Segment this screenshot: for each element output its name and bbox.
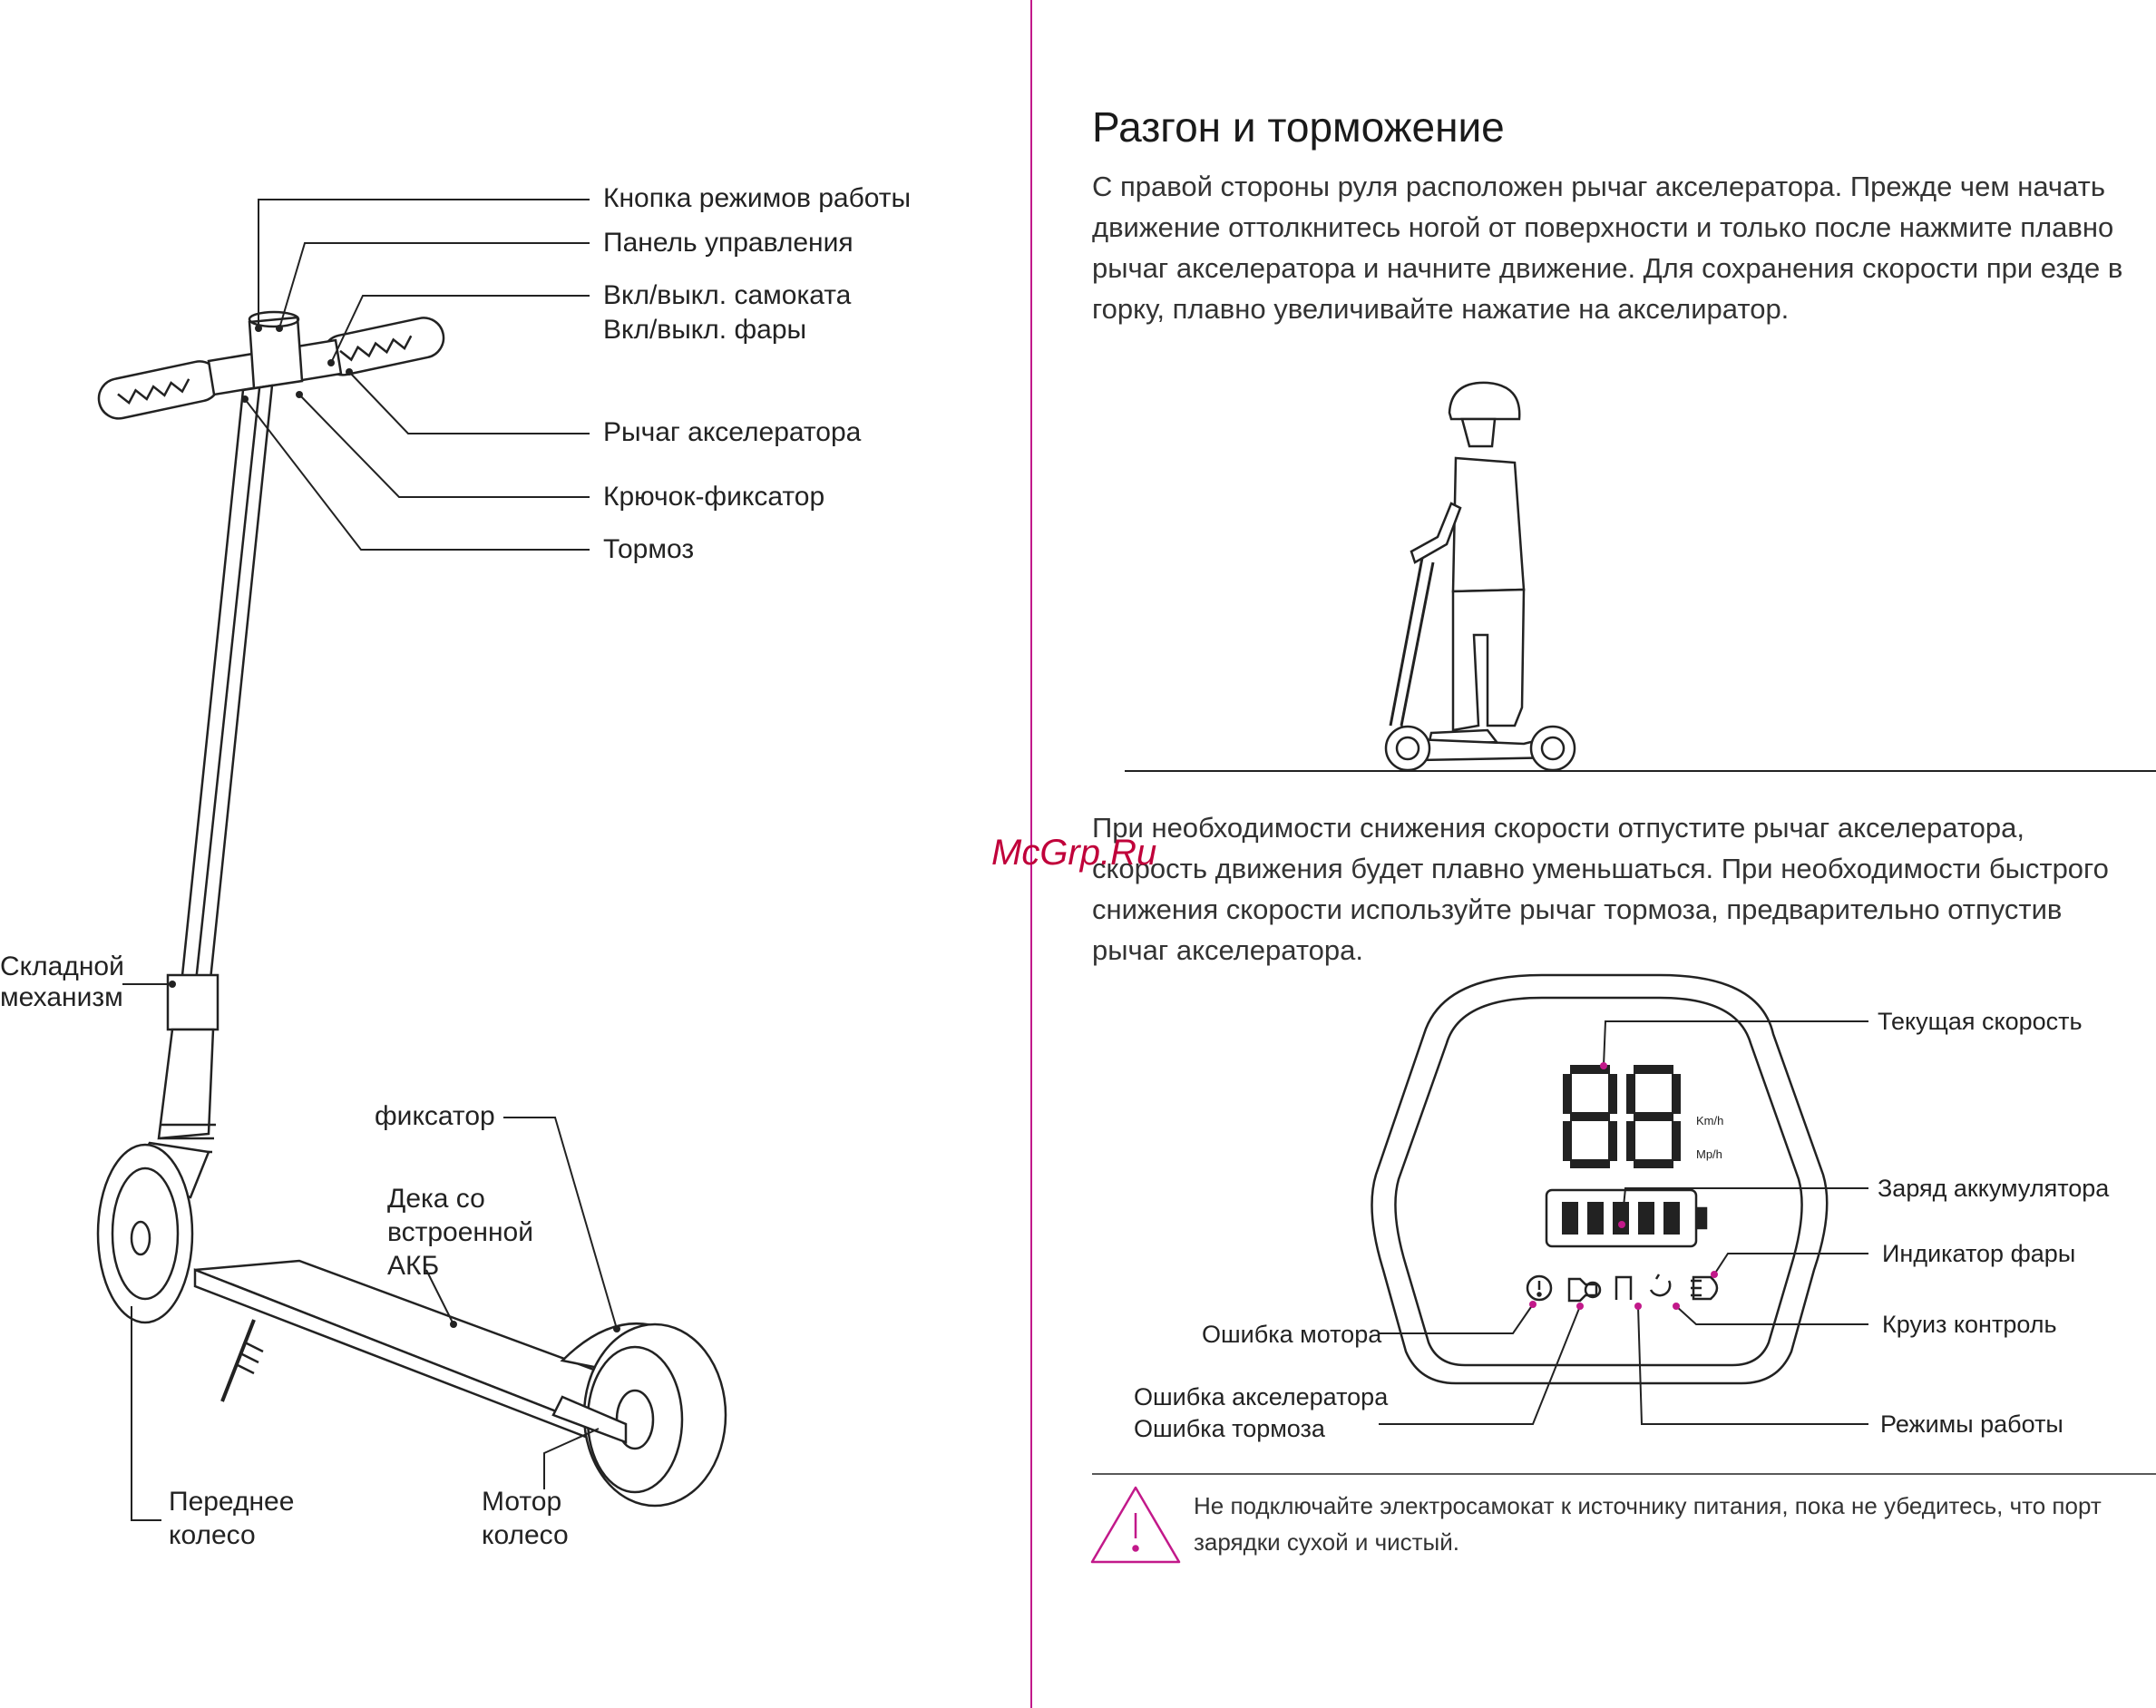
label-deck-2: встроенной	[387, 1217, 533, 1247]
label-power-onoff: Вкл/выкл. самоката	[603, 280, 852, 310]
label-throttle: Рычаг акселератора	[603, 417, 862, 447]
label-latch-hook: Крючок-фиксатор	[603, 482, 825, 512]
scooter-leader-lines	[122, 199, 618, 1521]
paragraph-acceleration: С правой стороны руля расположен рычаг а…	[1092, 171, 2123, 325]
label-folding-2: механизм	[0, 982, 123, 1012]
label-brake: Тормоз	[603, 534, 695, 564]
label-deck-3: АКБ	[387, 1251, 440, 1281]
label-current-speed: Текущая скорость	[1878, 1008, 2083, 1035]
warning-text: Не подключайте электросамокат к источник…	[1194, 1492, 2102, 1556]
page-title: Разгон и торможение	[1092, 103, 1505, 151]
label-folding-1: Складной	[0, 952, 124, 981]
label-deck-1: Дека со	[387, 1184, 485, 1214]
watermark: McGrp.Ru	[991, 833, 1157, 873]
label-mode-button: Кнопка режимов работы	[603, 183, 912, 213]
unit-kmh: Km/h	[1696, 1114, 1724, 1127]
label-control-panel: Панель управления	[603, 228, 854, 258]
label-front-wheel-2: колесо	[169, 1520, 256, 1550]
unit-mph: Mp/h	[1696, 1147, 1722, 1161]
speed-digits	[1563, 1065, 1681, 1168]
label-cruise: Круиз контроль	[1882, 1311, 2057, 1338]
label-battery: Заряд аккумулятора	[1878, 1175, 2110, 1202]
label-throttle-error: Ошибка акселератора	[1134, 1383, 1389, 1410]
label-motor-error: Ошибка мотора	[1202, 1321, 1382, 1348]
warning-triangle-icon	[1090, 1486, 1181, 1564]
scooter-drawing	[96, 310, 727, 1508]
display-leader-lines	[1379, 1020, 1868, 1425]
label-brake-error: Ошибка тормоза	[1134, 1415, 1325, 1442]
label-modes: Режимы работы	[1880, 1410, 2063, 1438]
label-light-onoff: Вкл/выкл. фары	[603, 315, 807, 345]
control-display	[1371, 973, 1829, 1385]
label-headlight: Индикатор фары	[1882, 1240, 2076, 1267]
label-motor-wheel-2: колесо	[482, 1520, 569, 1550]
paragraph-braking: При необходимости снижения скорости отпу…	[1092, 812, 2109, 966]
label-front-wheel-1: Переднее	[169, 1487, 295, 1517]
label-motor-wheel-1: Мотор	[482, 1487, 562, 1517]
label-lock: фиксатор	[375, 1101, 495, 1131]
rider-illustration	[1125, 381, 2156, 772]
